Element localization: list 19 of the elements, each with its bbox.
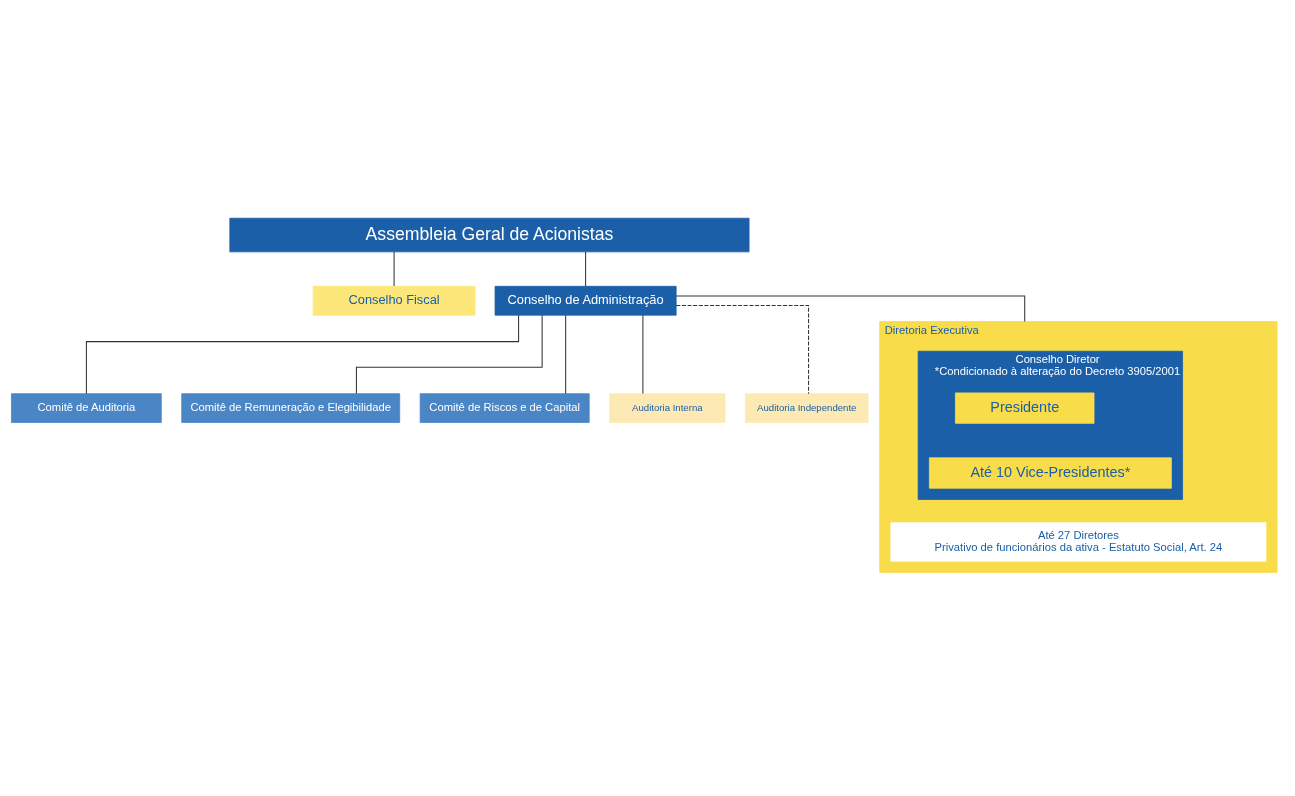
connector	[355, 314, 543, 394]
node-box: Até 10 Vice-Presidentes*	[928, 456, 1172, 489]
connector	[642, 314, 644, 394]
node-box: Conselho Fiscal	[312, 285, 476, 316]
node-box: Comitê de Riscos e de Capital	[419, 392, 590, 423]
node-box: Presidente	[955, 392, 1095, 424]
node-box: Auditoria Interna	[609, 392, 726, 423]
node-box: Até 27 Diretores Privativo de funcionários da ativa - Estatuto Social, Art. 24	[890, 521, 1267, 562]
connector	[393, 250, 395, 287]
node-box: Assembleia Geral de Acionistas	[229, 217, 750, 252]
connector	[585, 250, 587, 287]
connector	[85, 314, 520, 394]
node-box: Auditoria Independente	[745, 392, 869, 423]
node-box: Comitê de Auditoria	[11, 392, 162, 423]
connector	[675, 304, 810, 394]
node-box: Conselho de Administração	[494, 285, 677, 316]
node-box: Comitê de Remuneração e Elegibilidade	[181, 392, 401, 423]
connector	[675, 294, 1026, 322]
connector	[565, 314, 567, 394]
